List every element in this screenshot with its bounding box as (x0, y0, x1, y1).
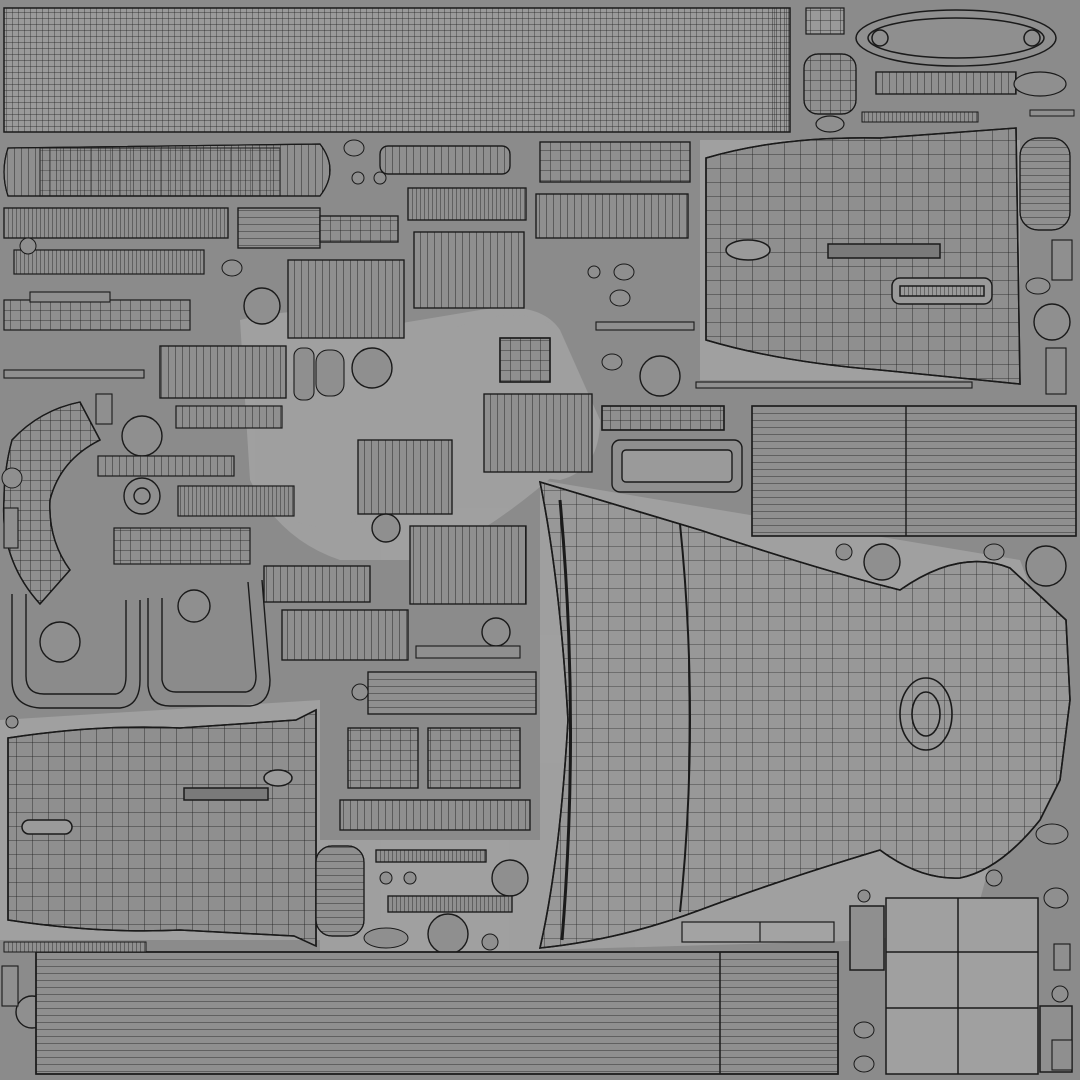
strip-grid-left (3, 207, 229, 239)
side-cap-right (1019, 137, 1071, 231)
stock-main-part (538, 480, 1071, 949)
bracket-part (339, 671, 537, 913)
frame-part (499, 337, 743, 493)
top-small-grid-square (805, 7, 845, 35)
ribbed-block-6 (281, 609, 409, 661)
thin-bars-top-right (861, 109, 1075, 123)
box-part (237, 207, 399, 249)
ribbed-block-5 (409, 525, 527, 605)
ribbed-block-1 (287, 259, 405, 339)
handle-part (875, 71, 1067, 97)
ribbed-block-3 (159, 345, 287, 399)
ribbed-block-4 (483, 393, 593, 473)
small-cap-part (803, 53, 857, 133)
plate-part (407, 187, 689, 239)
housing-lower-left (7, 708, 317, 948)
grip-part (379, 145, 511, 175)
arc-part-left (2, 401, 101, 606)
plate-grid-bottom-right (849, 897, 1073, 1075)
lined-panel-right (751, 405, 1077, 537)
tiny-blobs (1, 139, 1069, 1073)
side-cap-left (315, 845, 365, 937)
u-tube-parts (11, 579, 271, 709)
bottom-rod (681, 921, 835, 943)
oval-part (855, 9, 1057, 67)
bottom-strip-panel (35, 951, 839, 1075)
top-strip-panel (3, 7, 791, 133)
bottom-thin-strip (3, 941, 147, 953)
small-fragments (1, 239, 1073, 1071)
housing-upper-right (705, 127, 1021, 385)
lined-panel-middle (263, 439, 453, 603)
clamp-part (539, 141, 691, 183)
ribbed-block-2 (413, 231, 525, 309)
barrel-part-left (3, 143, 331, 197)
round-parts (15, 287, 1071, 1029)
